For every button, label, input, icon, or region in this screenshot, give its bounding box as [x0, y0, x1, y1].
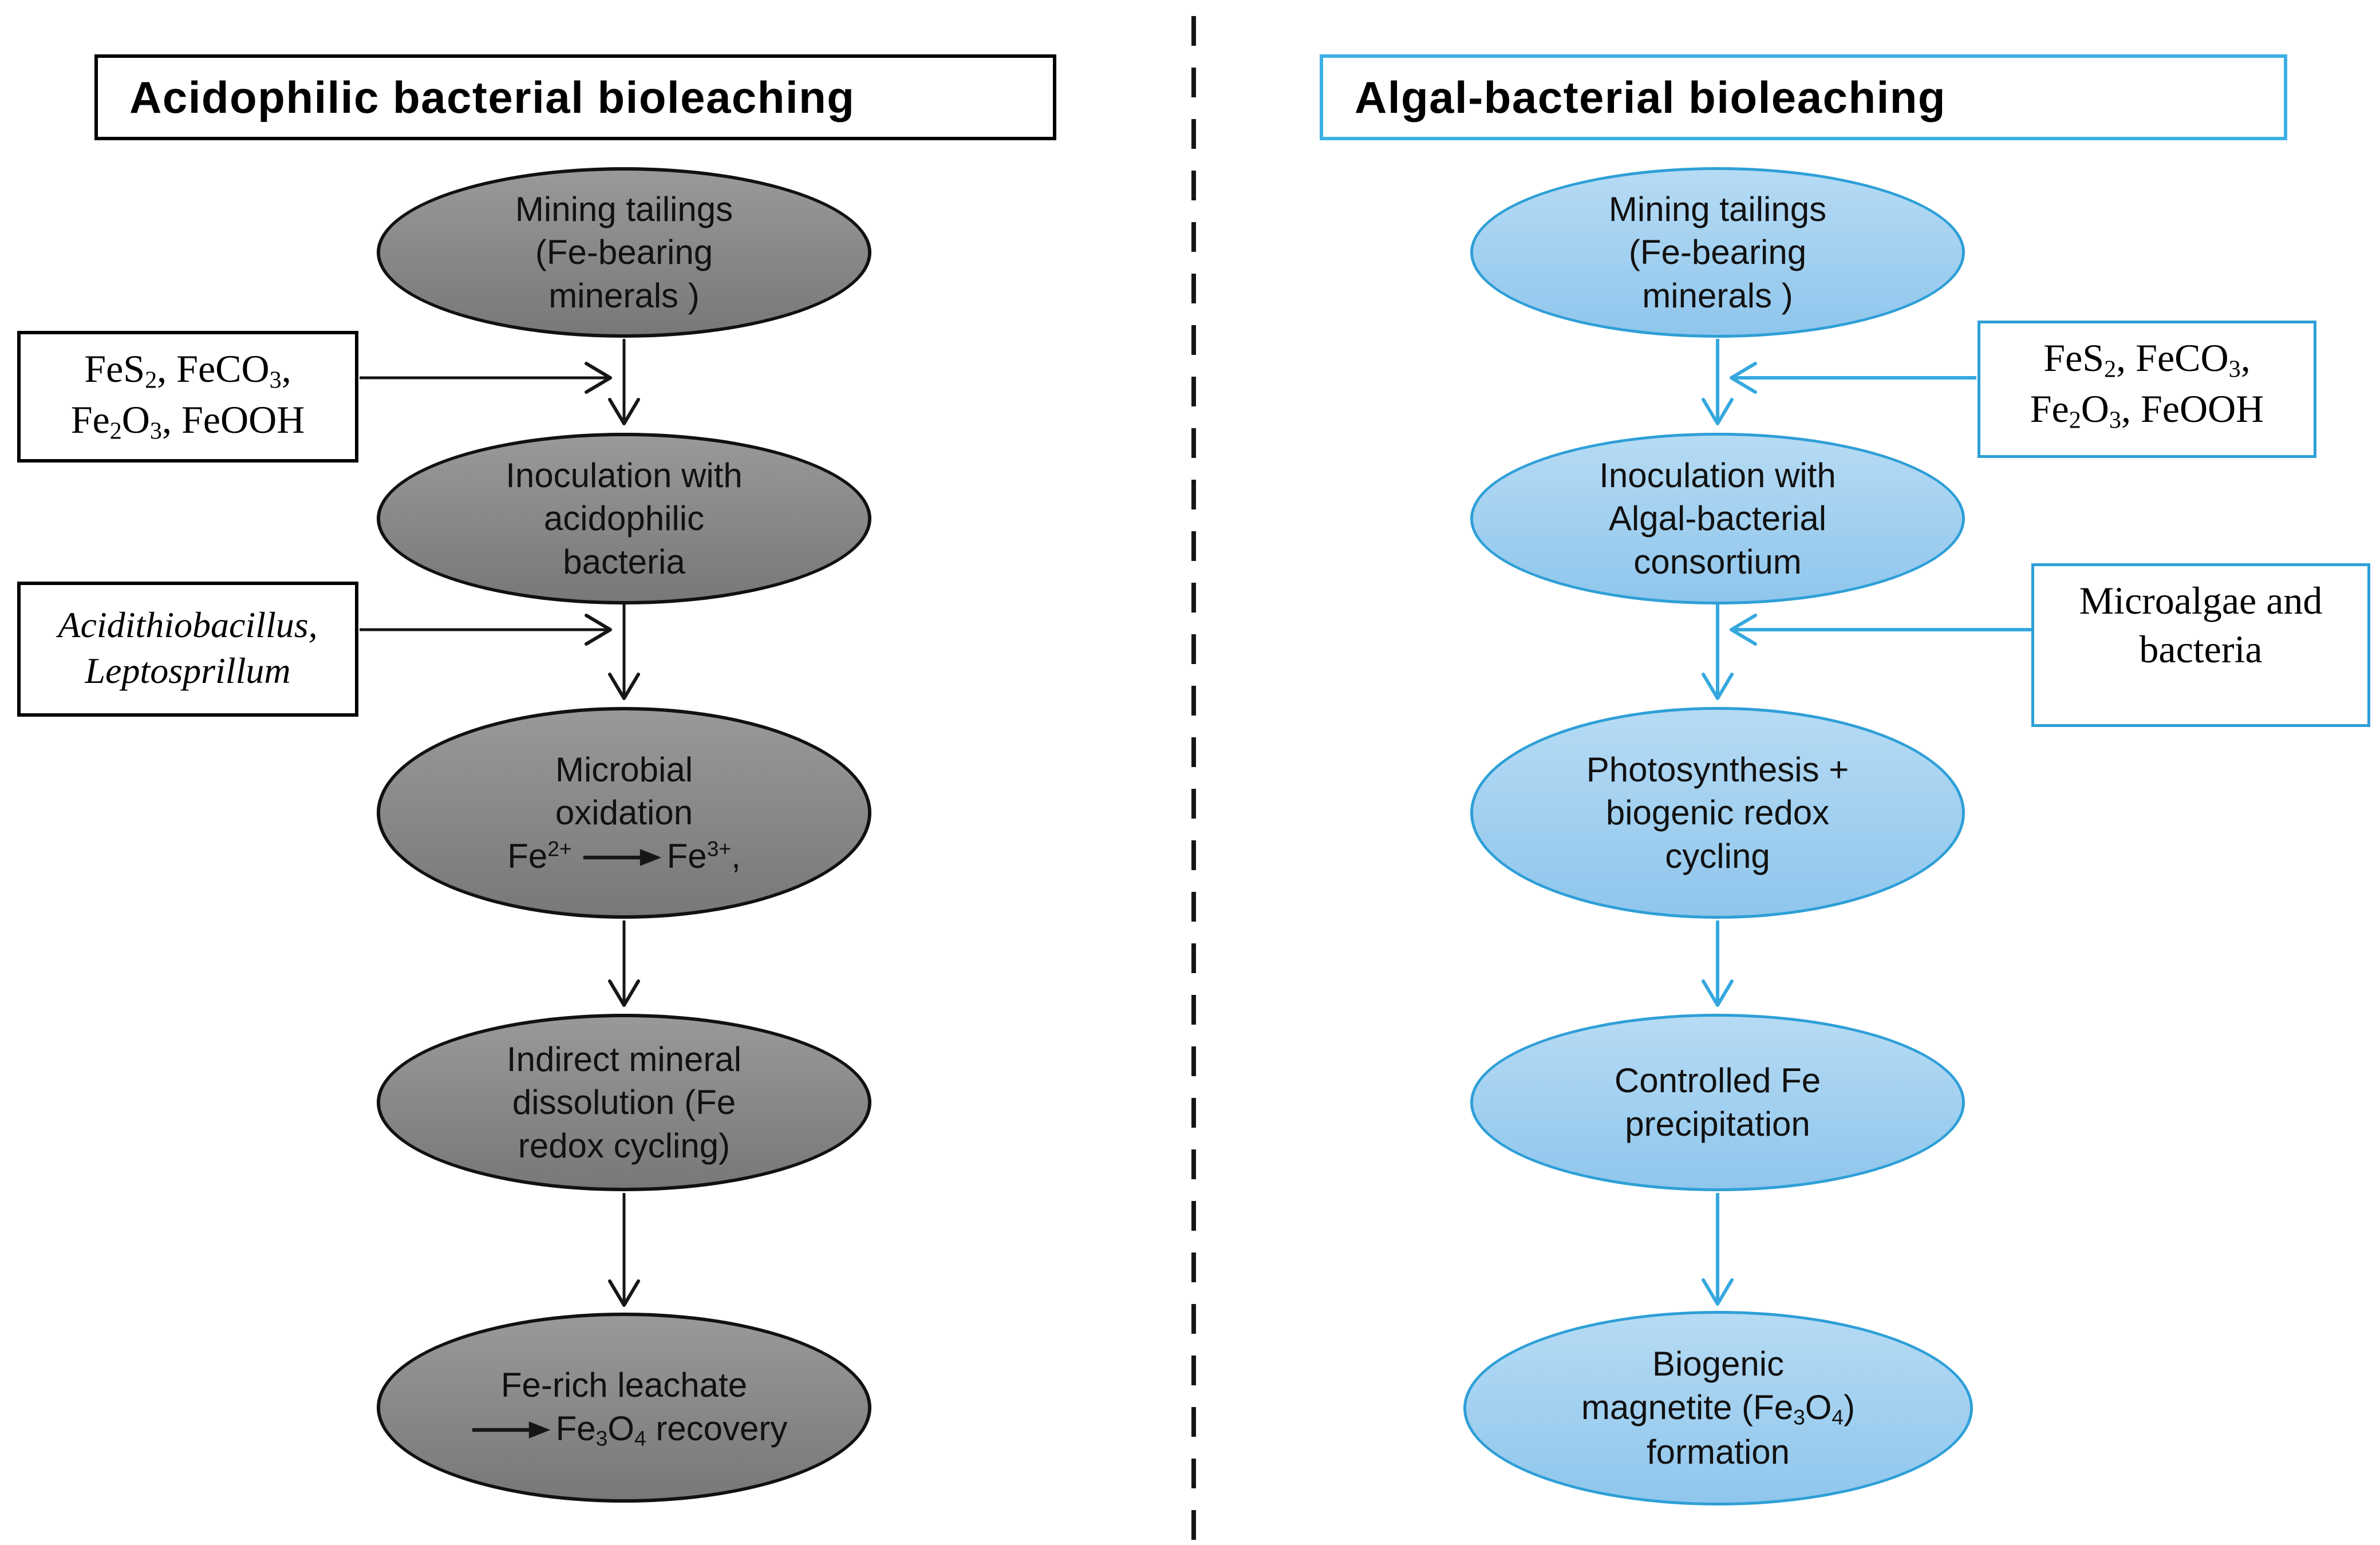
right-title-box: Algal-bacterial bioleaching [1320, 54, 2287, 140]
box-iron-minerals-right: FeS2, FeCO3,Fe2O3, FeOOH [1978, 321, 2316, 458]
left-title-box: Acidophilic bacterial bioleaching [94, 54, 1056, 140]
box-iron-minerals-left: FeS2, FeCO3,Fe2O3, FeOOH [17, 331, 358, 463]
right-arrow-icon [583, 848, 661, 866]
right-arrow-icon [472, 1421, 550, 1439]
right-title: Algal-bacterial bioleaching [1355, 72, 1947, 123]
left-title: Acidophilic bacterial bioleaching [129, 72, 855, 123]
box-acidophile-genera: Acidithiobacillus,Leptosprillum [17, 582, 358, 717]
